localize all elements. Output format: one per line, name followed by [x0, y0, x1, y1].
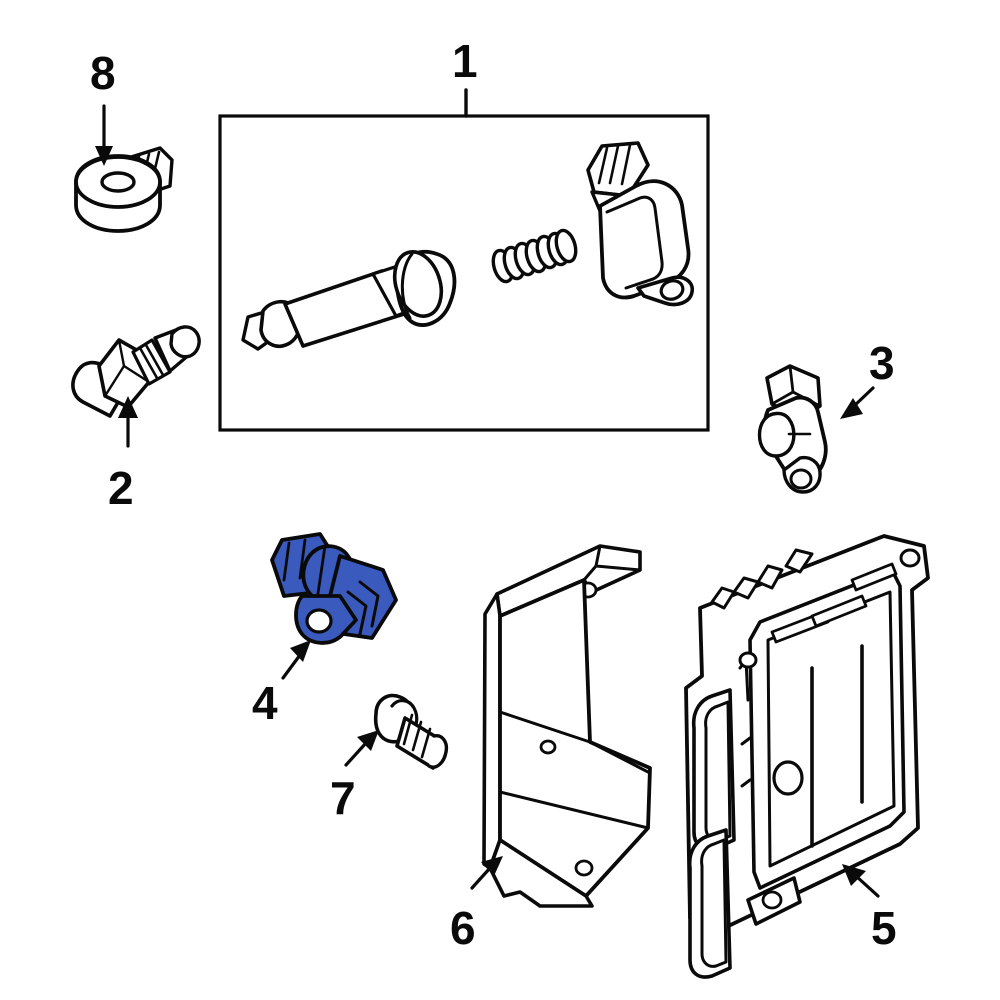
- callout-number-1: 1: [452, 35, 478, 87]
- part-spark-plug-boot: [241, 249, 457, 351]
- callout-number-7: 7: [330, 772, 356, 824]
- part-coil-spring: [491, 228, 578, 284]
- part-ecm-mounting-bracket: [470, 544, 652, 908]
- part-knock-sensor: [74, 104, 174, 233]
- callout-number-8: 8: [90, 47, 116, 99]
- callout-number-2: 2: [108, 462, 134, 514]
- group-box-1: [218, 114, 710, 432]
- part-spark-plug: [71, 325, 201, 448]
- part-ignition-coil-pack: [586, 141, 695, 307]
- part-mounting-bolt: [344, 693, 449, 770]
- part-camshaft-position-sensor: [757, 364, 875, 494]
- part-crankshaft-position-sensor: [270, 532, 398, 680]
- part-engine-control-module: [684, 534, 930, 979]
- callout-number-5: 5: [871, 902, 897, 954]
- callout-number-3: 3: [869, 337, 895, 389]
- callout-number-6: 6: [450, 902, 476, 954]
- callout-number-4: 4: [252, 677, 278, 729]
